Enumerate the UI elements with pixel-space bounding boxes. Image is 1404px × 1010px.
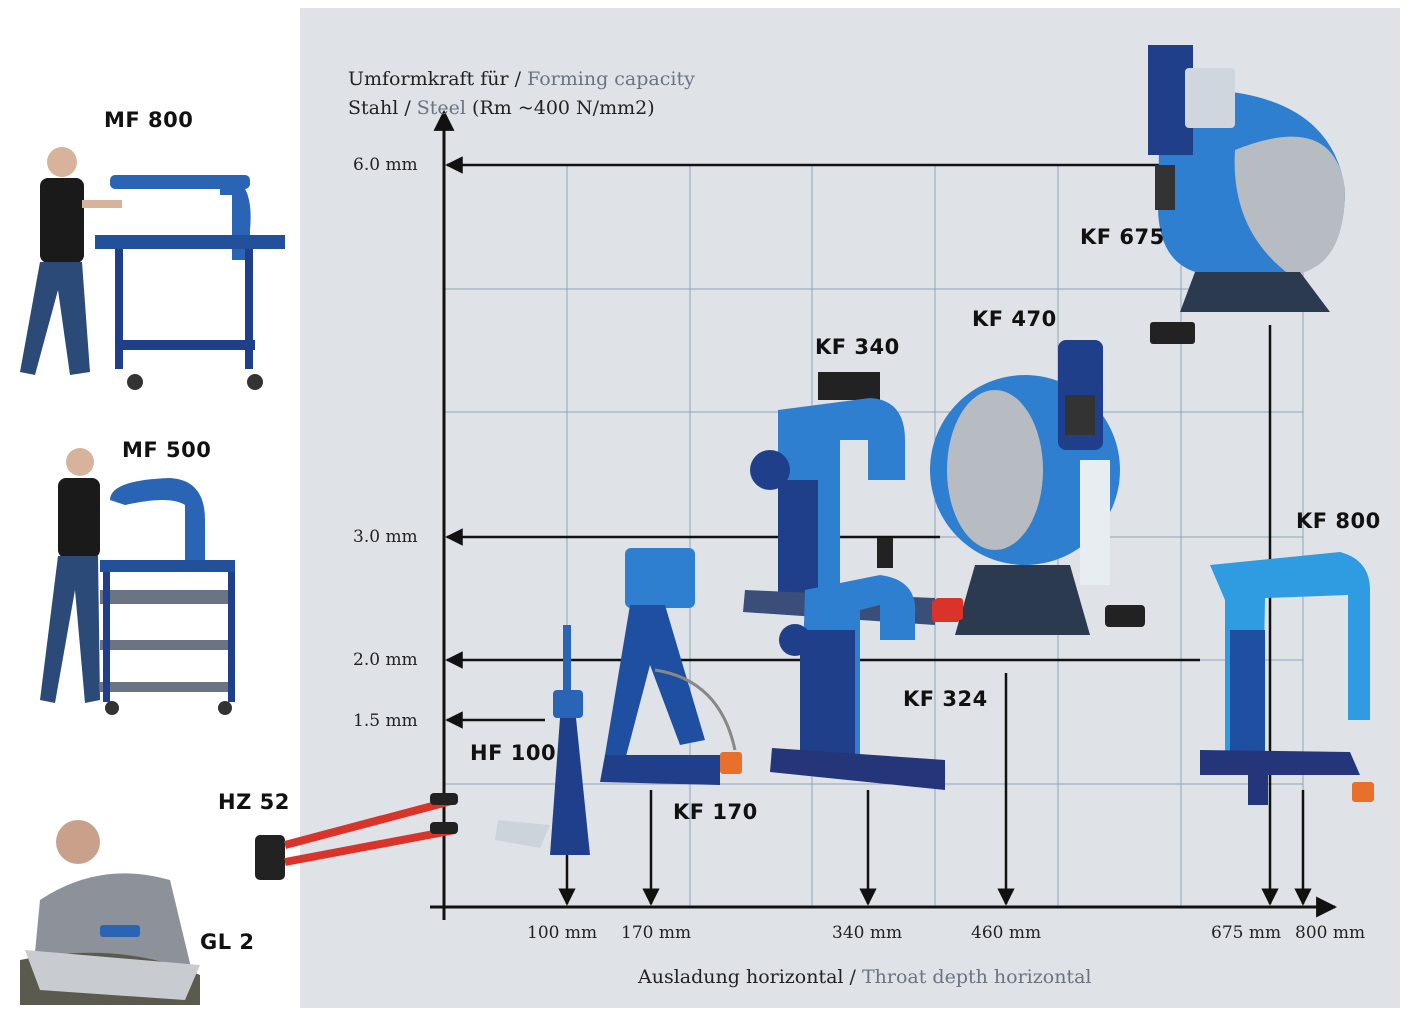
y-axis-subtitle-en: Steel [416, 97, 466, 119]
kf675-machine-illustration [1148, 45, 1345, 344]
mf800-machine-illustration [20, 147, 285, 390]
x-tick-label: 340 mm [832, 923, 903, 943]
x-tick-label: 100 mm [527, 923, 598, 943]
kf170-machine-illustration [600, 548, 742, 785]
y-tick-label: 1.5 mm [353, 711, 418, 731]
machine-label-kf170: KF 170 [673, 800, 758, 824]
x-axis-title: Ausladung horizontal / Throat depth hori… [638, 966, 1091, 988]
machine-label-kf675: KF 675 [1080, 225, 1165, 249]
y-tick-label: 3.0 mm [353, 527, 418, 547]
kf470-machine-illustration [930, 340, 1145, 635]
machine-label-mf800: MF 800 [104, 108, 194, 132]
kf800-machine-illustration [1200, 552, 1374, 805]
hf100-machine-illustration [495, 625, 590, 855]
y-axis-title: Umformkraft für / Forming capacity [348, 68, 695, 90]
y-tick-label: 2.0 mm [353, 650, 418, 670]
machine-label-hf100: HF 100 [470, 741, 557, 765]
x-tick-label: 170 mm [621, 923, 692, 943]
x-axis-title-en: Throat depth horizontal [862, 966, 1092, 988]
x-tick-label: 800 mm [1295, 923, 1366, 943]
machine-label-kf324: KF 324 [903, 687, 988, 711]
x-arrows [558, 325, 1312, 906]
hz52-tool-illustration [255, 793, 458, 880]
machine-label-kf340: KF 340 [815, 335, 900, 359]
y-axis-subtitle: Stahl / Steel (Rm ~400 N/mm2) [348, 97, 655, 119]
machine-label-hz52: HZ 52 [218, 790, 290, 814]
y-tick-label: 6.0 mm [353, 155, 418, 175]
machine-label-gl2: GL 2 [200, 930, 255, 954]
y-axis-title-en: Forming capacity [527, 68, 695, 90]
y-axis-subtitle-rest: (Rm ~400 N/mm2) [472, 97, 655, 119]
machine-label-kf470: KF 470 [972, 307, 1057, 331]
x-tick-label: 460 mm [971, 923, 1042, 943]
y-axis-subtitle-de: Stahl / [348, 97, 411, 119]
x-tick-label: 675 mm [1211, 923, 1282, 943]
y-axis-title-de: Umformkraft für / [348, 68, 522, 90]
mf500-machine-illustration [40, 448, 235, 715]
gl2-illustration [20, 820, 200, 1005]
machine-label-mf500: MF 500 [122, 438, 212, 462]
machine-label-kf800: KF 800 [1296, 509, 1381, 533]
kf324-machine-illustration [770, 538, 960, 790]
x-axis-title-de: Ausladung horizontal / [638, 966, 856, 988]
